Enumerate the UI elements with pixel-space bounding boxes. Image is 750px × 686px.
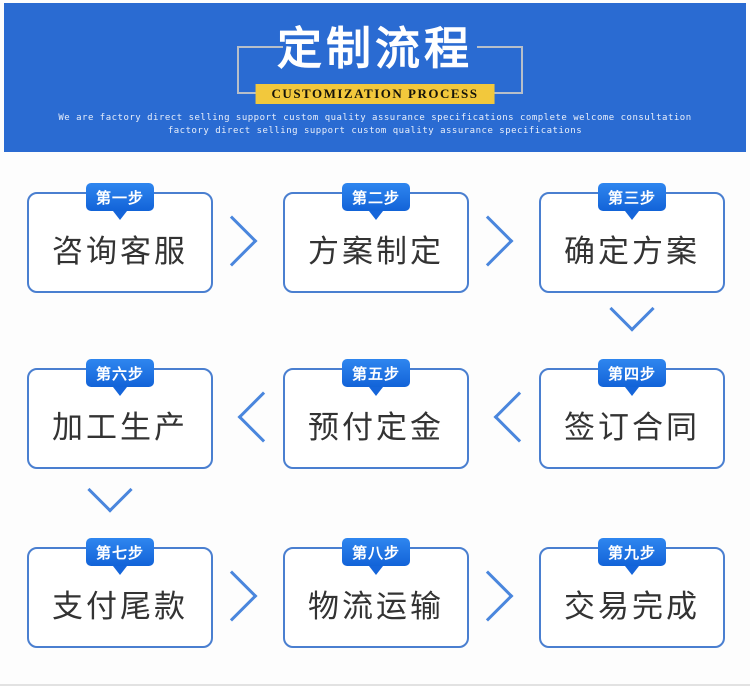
- bottom-divider: [0, 684, 750, 686]
- step-box-7: 第七步 支付尾款: [27, 538, 213, 648]
- step-label-4: 签订合同: [564, 410, 700, 445]
- step-badge-4: 第四步: [598, 359, 666, 387]
- step-box-2: 第二步 方案制定: [283, 183, 469, 293]
- page-title: 定制流程: [276, 23, 473, 74]
- arrow-right-icon: [206, 570, 258, 622]
- arrow-right-icon: [206, 215, 258, 267]
- arrow-right-icon: [462, 215, 514, 267]
- subtitle-badge: CUSTOMIZATION PROCESS: [255, 84, 495, 104]
- title-bracket-right-decoration: [477, 46, 523, 94]
- step-badge-5: 第五步: [342, 359, 410, 387]
- step-label-6: 加工生产: [52, 410, 188, 445]
- tagline-line-2: factory direct selling support custom qu…: [167, 126, 583, 136]
- tagline-line-1: We are factory direct selling support cu…: [58, 113, 692, 123]
- step-badge-7: 第七步: [86, 538, 154, 566]
- step-badge-9: 第九步: [598, 538, 666, 566]
- arrow-left-icon: [493, 391, 545, 443]
- step-label-5: 预付定金: [308, 410, 444, 445]
- step-badge-8: 第八步: [342, 538, 410, 566]
- arrow-right-icon: [462, 570, 514, 622]
- header-banner: 定制流程 CUSTOMIZATION PROCESS We are factor…: [4, 3, 746, 152]
- step-badge-6: 第六步: [86, 359, 154, 387]
- step-label-2: 方案制定: [308, 234, 444, 269]
- arrow-down-icon: [609, 286, 655, 332]
- step-box-5: 第五步 预付定金: [283, 359, 469, 469]
- step-box-4: 第四步 签订合同: [539, 359, 725, 469]
- step-box-3: 第三步 确定方案: [539, 183, 725, 293]
- tagline-block: We are factory direct selling support cu…: [4, 112, 746, 138]
- step-badge-3: 第三步: [598, 183, 666, 211]
- step-box-8: 第八步 物流运输: [283, 538, 469, 648]
- arrow-down-icon: [87, 467, 133, 513]
- arrow-left-icon: [237, 391, 289, 443]
- step-label-7: 支付尾款: [52, 589, 188, 624]
- step-badge-1: 第一步: [86, 183, 154, 211]
- step-label-1: 咨询客服: [52, 234, 188, 269]
- step-badge-2: 第二步: [342, 183, 410, 211]
- step-box-1: 第一步 咨询客服: [27, 183, 213, 293]
- step-box-6: 第六步 加工生产: [27, 359, 213, 469]
- step-label-9: 交易完成: [564, 589, 700, 624]
- step-label-3: 确定方案: [564, 234, 700, 269]
- step-box-9: 第九步 交易完成: [539, 538, 725, 648]
- step-label-8: 物流运输: [308, 589, 444, 624]
